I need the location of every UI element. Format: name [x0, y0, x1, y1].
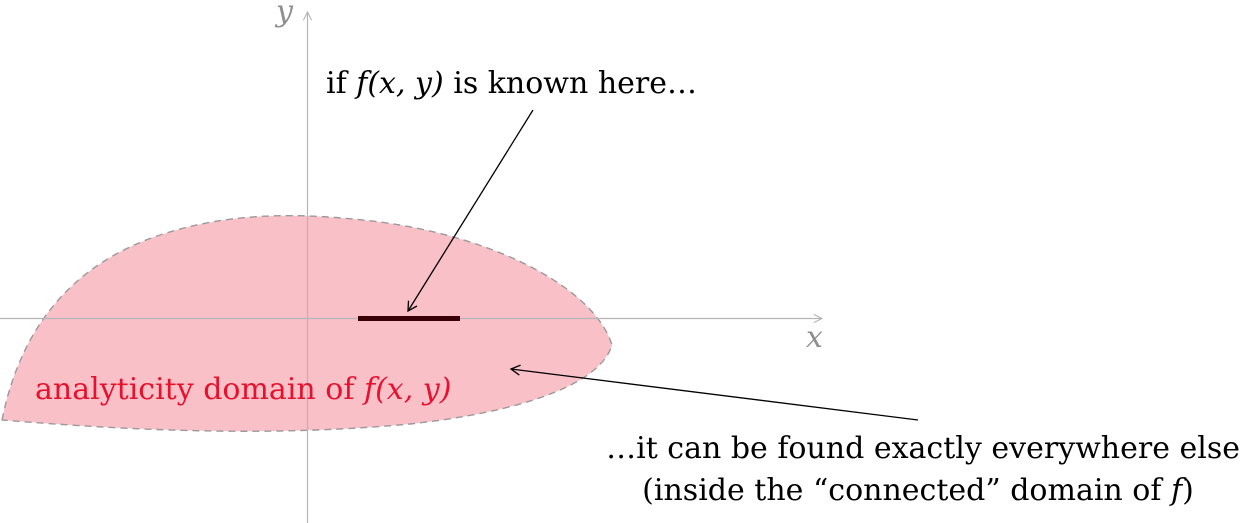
- bottom-annotation-line1: …it can be found exactly everywhere else: [606, 431, 1240, 466]
- top-annotation: if f(x, y) is known here…: [326, 66, 697, 101]
- domain-annotation-math: f(x, y): [362, 372, 451, 407]
- bottom-annotation-arrow: [509, 364, 919, 421]
- bottom-line2-prefix: (inside the “connected” domain of: [642, 473, 1171, 508]
- x-axis-label: x: [806, 320, 823, 355]
- top-annotation-math: f(x, y): [354, 66, 443, 101]
- domain-annotation: analyticity domain of f(x, y): [35, 372, 451, 407]
- bottom-annotation-line2: (inside the “connected” domain of f): [642, 473, 1194, 508]
- top-annotation-suffix: is known here…: [444, 66, 697, 101]
- domain-annotation-prefix: analyticity domain of: [35, 372, 364, 407]
- bottom-line2-suffix: ): [1182, 473, 1194, 508]
- y-axis-label: y: [274, 0, 294, 29]
- top-annotation-arrow: [407, 109, 534, 313]
- top-annotation-prefix: if: [326, 66, 356, 101]
